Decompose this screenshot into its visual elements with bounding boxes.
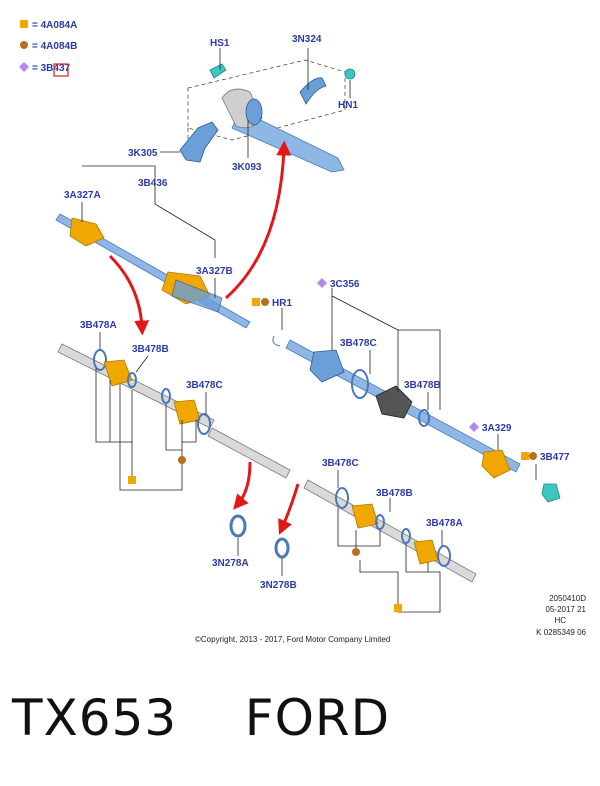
- label-3b478b-left: 3B478B: [132, 344, 169, 355]
- label-3b478a-left: 3B478A: [80, 320, 117, 331]
- label-3b478b-lower: 3B478B: [376, 488, 413, 499]
- lower-right-exploded-assembly: [303, 479, 477, 583]
- square-marker-right: [394, 604, 402, 612]
- label-3a327a: 3A327A: [64, 190, 101, 201]
- circle-marker-right: [352, 548, 360, 556]
- diamond-marker-3a329: [469, 422, 479, 432]
- intermediate-shaft-assembly: [179, 59, 356, 173]
- label-3k305: 3K305: [128, 148, 158, 159]
- label-3b477: 3B477: [540, 452, 570, 463]
- label-3n278b: 3N278B: [260, 580, 297, 591]
- circle-marker-3b477: [529, 452, 537, 460]
- lower-left-exploded-assembly: [57, 343, 215, 435]
- label-3b478c-left: 3B478C: [186, 380, 223, 391]
- legend-square-text: = 4A084A: [32, 20, 77, 31]
- legend-circle-text: = 4A084B: [32, 41, 77, 52]
- legend-diamond-marker: [19, 62, 29, 72]
- label-3a329: 3A329: [482, 423, 512, 434]
- label-markers: [128, 278, 537, 612]
- diamond-marker-3c356: [317, 278, 327, 288]
- label-3b478c-lower: 3B478C: [322, 458, 359, 469]
- legend-diamond-text: = 3B437: [32, 63, 71, 74]
- info-line-2: 05-2017 21: [546, 605, 587, 614]
- copyright-text: ©Copyright, 2013 - 2017, Ford Motor Comp…: [195, 635, 390, 644]
- label-3k093: 3K093: [232, 162, 262, 173]
- legend-circle-marker: [20, 41, 28, 49]
- info-line-4: K 0285349 06: [536, 628, 586, 637]
- info-line-3: HC: [554, 616, 566, 625]
- label-3b478a-lower: 3B478A: [426, 518, 463, 529]
- label-3b478b-right: 3B478B: [404, 380, 441, 391]
- label-hs1: HS1: [210, 38, 230, 49]
- label-3n324: 3N324: [292, 34, 322, 45]
- circle-marker-hr1: [261, 298, 269, 306]
- label-3n278a: 3N278A: [212, 558, 249, 569]
- square-marker-3b477: [521, 452, 529, 460]
- info-block: 2050410D 05-2017 21 HC K 0285349 06: [536, 594, 586, 637]
- label-3b478c-mid: 3B478C: [340, 338, 377, 349]
- footer-caption: TX653 FORD: [12, 689, 391, 747]
- legend: = 4A084A = 4A084B = 3B437: [19, 20, 77, 77]
- info-line-1: 2050410D: [549, 594, 586, 603]
- legend-highlight-box: [53, 63, 69, 77]
- left-halfshaft-assembly: [55, 213, 251, 329]
- label-hr1: HR1: [272, 298, 292, 309]
- label-3a327b: 3A327B: [196, 266, 233, 277]
- label-3c356: 3C356: [330, 279, 360, 290]
- circle-marker-left: [178, 456, 186, 464]
- square-marker-hr1: [252, 298, 260, 306]
- exploded-parts-diagram: = 4A084A = 4A084B = 3B437: [19, 20, 587, 644]
- part-labels: HS1 3N324 HN1 3K305 3K093 3A327A 3B436 3…: [64, 34, 570, 591]
- square-marker-left: [128, 476, 136, 484]
- leader-lines: [81, 48, 537, 613]
- label-3b436: 3B436: [138, 178, 168, 189]
- lower-center-shaft: [207, 427, 291, 559]
- right-halfshaft-assembly: [272, 335, 561, 503]
- legend-square-marker: [20, 20, 28, 28]
- red-arrows: [108, 140, 300, 535]
- label-hn1: HN1: [338, 100, 358, 111]
